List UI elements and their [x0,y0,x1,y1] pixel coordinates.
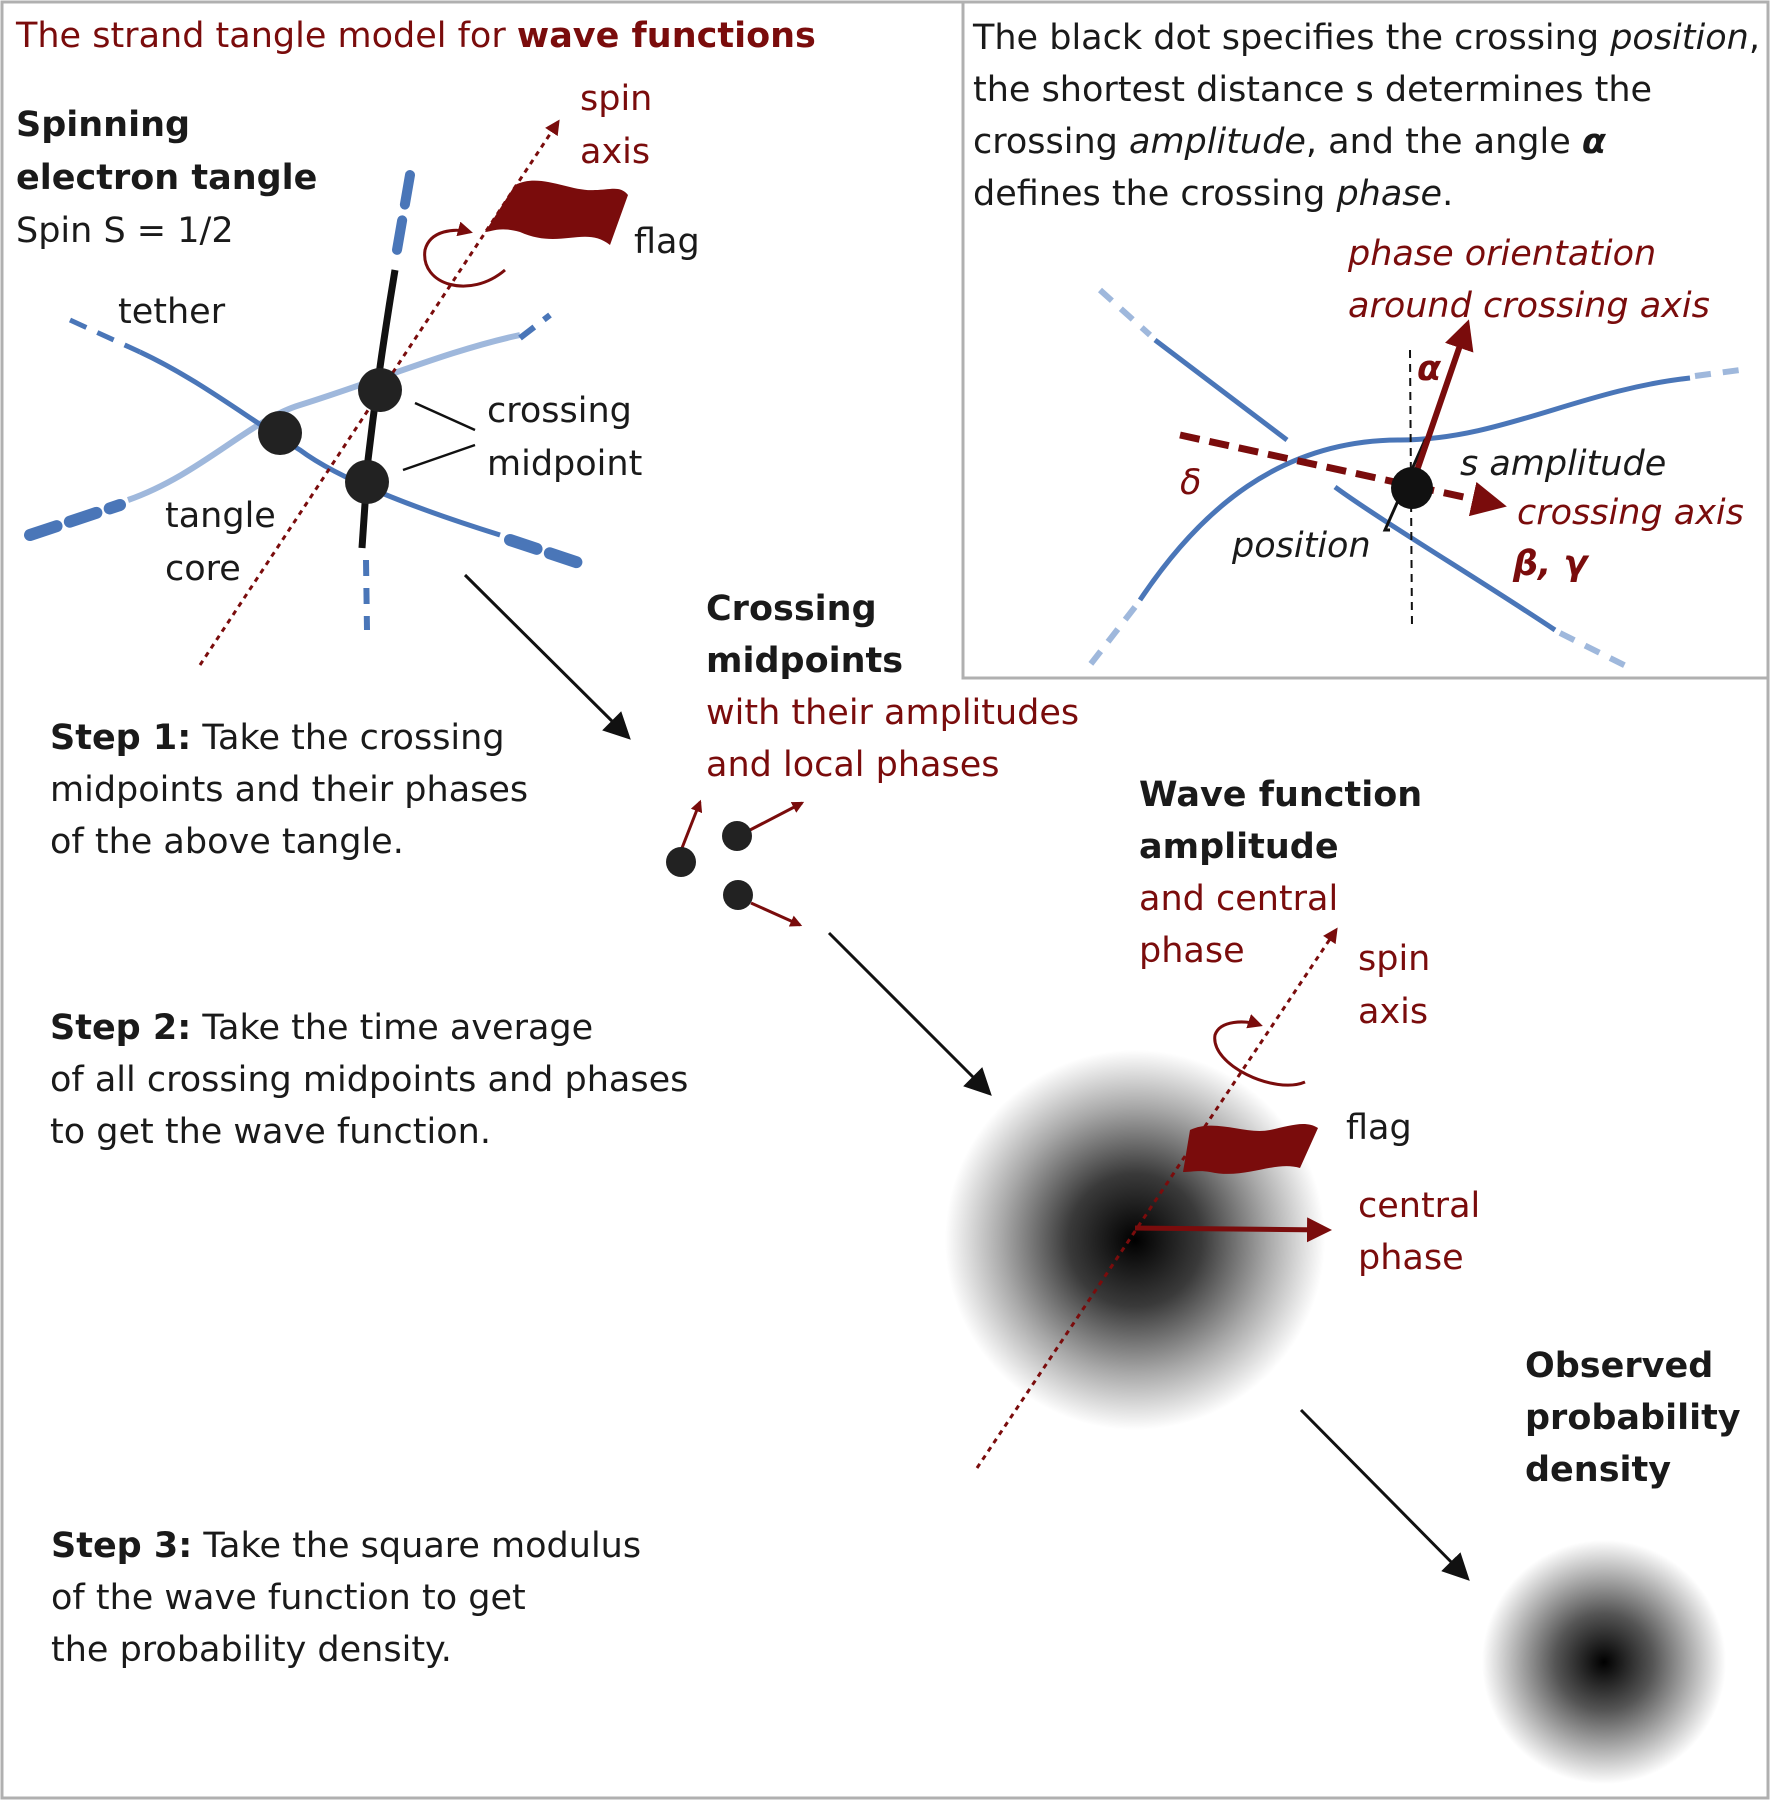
tangle-spin-value: Spin S = 1/2 [16,211,234,251]
wave-central-phase-label-2: phase [1358,1238,1464,1278]
strand-vertical-dash-bottom [363,559,370,631]
tangle-heading-2: electron tangle [16,158,317,198]
inset-crossing-dot [1391,467,1433,509]
density-heading-2: probability [1525,1398,1741,1438]
arrow-wave-to-density [1299,1408,1470,1581]
midpoint-phase-arrow-2 [749,801,805,832]
strand-blue-dash-left [68,317,142,355]
arrow-midpoints-to-wave [827,931,992,1096]
wave-central-phase-arrow [1134,1217,1332,1243]
inset-beta-gamma-label: β, γ [1512,544,1590,584]
wave-sub-1: and central [1139,879,1338,919]
midpoint-dot-1 [666,847,696,877]
midpoint-phase-arrow-3 [750,901,803,927]
crossing-midpoint-label-2: midpoint [487,444,642,484]
density-heading-1: Observed [1525,1346,1713,1386]
inset-line-1: The black dot specifies the crossing pos… [972,18,1760,58]
inset-vertical-reference [1409,349,1413,629]
step-1-line-3: of the above tangle. [50,822,404,862]
step-3-line-3: the probability density. [51,1630,452,1670]
wave-function-drawing [945,927,1338,1469]
inset-delta-label: δ [1180,463,1201,503]
strand-blue [138,349,501,538]
tangle-spin-axis-label-1: spin [580,79,652,119]
wave-sub-2: phase [1139,931,1245,971]
midpoint-dots-group [666,799,805,927]
inset-crossing-axis-label: crossing axis [1517,493,1744,533]
tangle-core-label-1: tangle [165,496,276,536]
inset-strand-b-dash-right [1694,367,1741,379]
midpoint-dot-3 [723,880,753,910]
wave-rotation-ellipse [1213,1014,1306,1087]
crossing-dot-1 [358,368,402,412]
inset-crossing-axis [1179,431,1507,517]
strand-blue-dash-right [504,534,591,571]
step-3-line-1: Step 3: Take the square modulus [51,1526,641,1566]
tangle-spin-axis-label-2: axis [580,132,650,172]
inset-strand-a-dash-end [1558,630,1632,671]
inset-line-4: defines the crossing phase. [973,174,1453,214]
strand-light-dash-left [24,499,126,541]
wave-central-phase-label-1: central [1358,1186,1480,1226]
tangle-flag [485,180,628,245]
inset-strand-a-dash [1097,287,1153,338]
inset-line-3: crossing amplitude, and the angle α [973,122,1607,162]
inset-phase-orientation-label-1: phase orientation [1347,234,1656,274]
inset-phase-orientation-label-2: around crossing axis [1348,286,1710,326]
figure-title: The strand tangle model for wave functio… [15,16,816,56]
crossing-midpoint-label-1: crossing [487,391,632,431]
inset-alpha-label: α [1417,349,1442,389]
inset-strand-b [1137,375,1691,602]
density-heading-3: density [1525,1450,1671,1490]
wave-heading-1: Wave function [1139,775,1422,815]
midpoint-phase-arrow-1 [680,799,703,849]
midpoints-heading-1: Crossing [706,589,877,629]
tangle-flag-label: flag [634,222,700,262]
step-2-line-2: of all crossing midpoints and phases [50,1060,688,1100]
inset-s-amplitude-label: s amplitude [1460,444,1666,484]
step-1-line-2: midpoints and their phases [50,770,528,810]
wave-amplitude-cloud [945,1050,1325,1430]
strand-vertical-dash-top [392,170,415,255]
inset-position-label: position [1231,526,1371,566]
inset-strand-b-dash-left [1087,605,1138,667]
tangle-core-label-2: core [165,549,241,589]
midpoints-sub-2: and local phases [706,745,1000,785]
inset-phase-arrow [1409,319,1474,486]
tether-label: tether [118,292,226,332]
wave-spin-axis-label-2: axis [1358,992,1428,1032]
crossing-dot-2 [258,411,302,455]
strand-light-dash-right [518,312,552,341]
midpoint-dot-2 [722,821,752,851]
midpoints-heading-2: midpoints [706,641,903,681]
wave-spin-axis [975,927,1338,1469]
inset-strand-a-lower [1333,484,1557,633]
step-1-line-1: Step 1: Take the crossing [50,718,505,758]
tangle-heading-1: Spinning [16,105,190,145]
step-3-line-2: of the wave function to get [51,1578,526,1618]
wave-flag-label: flag [1346,1108,1412,1148]
inset-frame [961,0,1770,680]
midpoints-sub-1: with their amplitudes [706,693,1079,733]
wave-spin-axis-label-1: spin [1358,939,1430,979]
strand-light [127,332,521,503]
inset-line-2: the shortest distance s determines the [973,70,1652,110]
probability-density-cloud [1482,1540,1726,1784]
wave-flag [1183,1124,1318,1174]
arrow-tangle-to-midpoints [463,573,631,740]
step-2-line-3: to get the wave function. [50,1112,491,1152]
pointer-line-1 [414,401,476,432]
strand-black [358,269,399,549]
crossing-dot-3 [345,460,389,504]
wave-heading-2: amplitude [1139,827,1339,867]
inset-strand-a-upper [1153,338,1289,442]
tangle-rotation-ellipse [423,221,506,288]
step-2-line-1: Step 2: Take the time average [50,1008,593,1048]
electron-tangle-drawing [24,119,628,666]
crossing-detail-drawing [1087,287,1741,671]
pointer-line-2 [402,443,476,472]
